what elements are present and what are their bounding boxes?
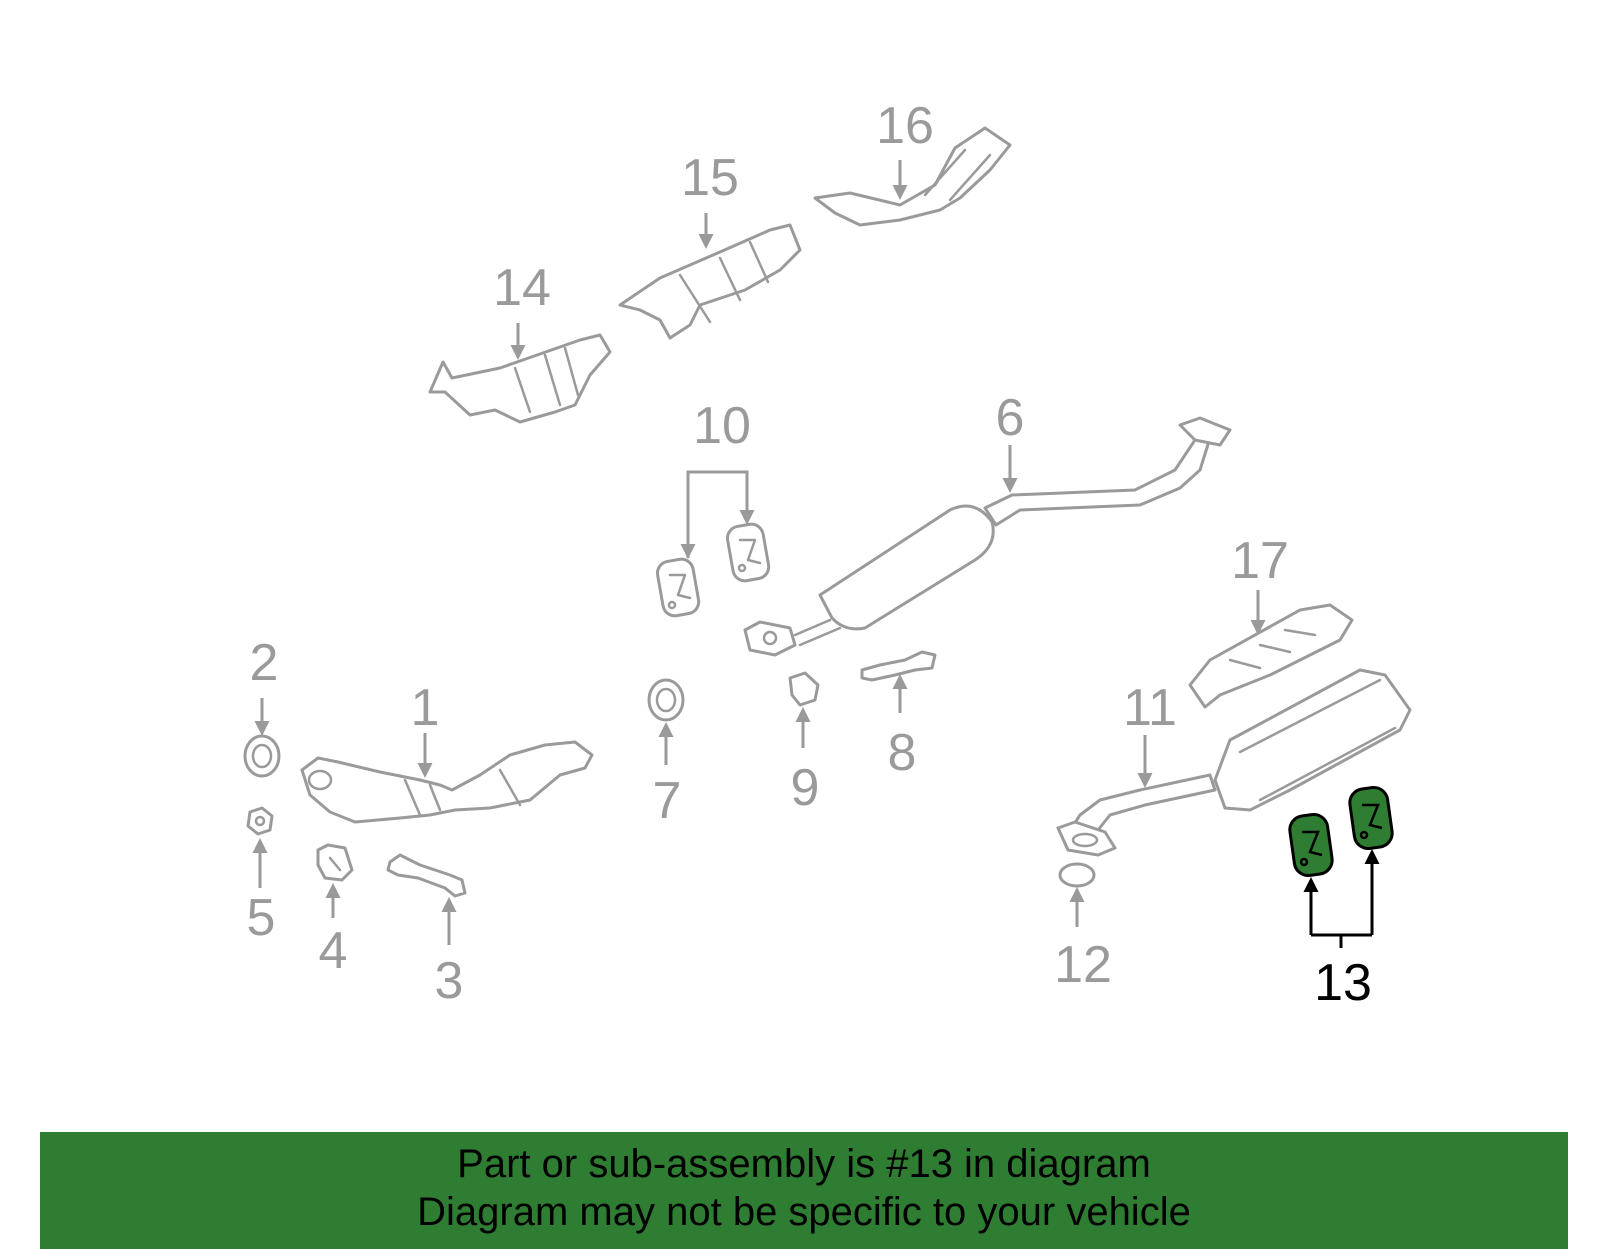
part-16-heat-shield[interactable] <box>813 126 1012 227</box>
part-8-bracket[interactable] <box>860 650 937 682</box>
callout-12: 12 <box>1054 936 1112 994</box>
callout-14: 14 <box>493 259 551 317</box>
callout-10: 10 <box>693 397 751 455</box>
callout-1: 1 <box>411 679 440 737</box>
callout-17: 17 <box>1231 532 1289 590</box>
part-4-bracket[interactable] <box>316 843 354 882</box>
callout-7: 7 <box>653 772 682 830</box>
callout-6: 6 <box>996 389 1025 447</box>
part-15-heat-shield[interactable] <box>618 223 802 340</box>
banner-disclaimer: Diagram may not be specific to your vehi… <box>417 1190 1191 1234</box>
callout-13: 13 <box>1314 954 1372 1012</box>
callout-8: 8 <box>888 724 917 782</box>
callout-9: 9 <box>791 759 820 817</box>
part-13-hanger-a[interactable] <box>1288 812 1334 878</box>
part-6-center-pipe[interactable] <box>743 416 1232 657</box>
part-10-hanger-b[interactable] <box>725 522 771 583</box>
part-14-heat-shield[interactable] <box>428 333 612 424</box>
part-11-muffler[interactable] <box>1056 668 1412 857</box>
banner-part-note: Part or sub-assembly is #13 in diagram <box>457 1142 1151 1186</box>
callout-5: 5 <box>247 889 276 947</box>
callout-16: 16 <box>876 97 934 155</box>
part-13-hanger-b[interactable] <box>1348 785 1394 851</box>
part-3-bracket[interactable] <box>386 853 467 898</box>
callout-15: 15 <box>681 149 739 207</box>
part-12-gasket[interactable] <box>1058 862 1096 888</box>
callout-3: 3 <box>435 952 464 1010</box>
part-7-gasket[interactable] <box>647 678 685 722</box>
part-5-nut[interactable] <box>246 806 274 836</box>
part-9-bracket[interactable] <box>788 671 820 707</box>
part-17-heat-shield[interactable] <box>1188 603 1354 709</box>
part-1-front-pipe[interactable] <box>300 740 594 824</box>
part-10-hanger-a[interactable] <box>655 557 701 618</box>
callout-4: 4 <box>319 922 348 980</box>
exhaust-parts-diagram: 14 15 16 10 6 17 <box>243 97 1412 1012</box>
part-2-gasket[interactable] <box>243 734 281 778</box>
callout-11: 11 <box>1123 679 1177 737</box>
info-banner: Part or sub-assembly is #13 in diagram D… <box>40 1132 1568 1249</box>
callout-2: 2 <box>250 634 279 692</box>
